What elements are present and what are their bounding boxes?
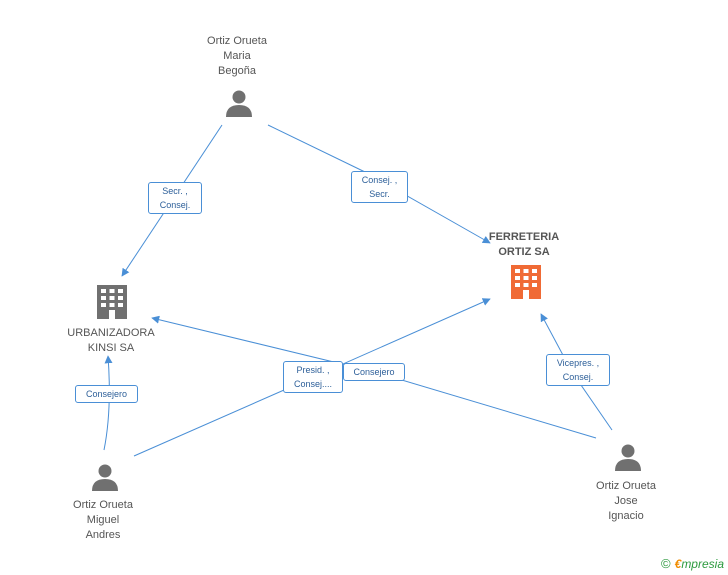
company-label-ferreteria[interactable]: FERRETERIA ORTIZ SA xyxy=(474,230,574,260)
label-line: Maria xyxy=(223,50,251,62)
label-line: URBANIZADORA xyxy=(67,327,155,339)
edge-label-maria-ferreteria[interactable]: Consej. , Secr. xyxy=(351,171,408,203)
label-line: Andres xyxy=(85,529,121,541)
person-icon[interactable] xyxy=(615,444,641,472)
building-icon[interactable] xyxy=(511,265,541,299)
brand-e: € xyxy=(674,557,682,571)
edge-label-miguel-urbanizadora[interactable]: Consejero xyxy=(75,385,138,403)
person-label-maria[interactable]: Ortiz Orueta Maria Begoña xyxy=(187,34,287,79)
edge-label-jose-urbanizadora[interactable]: Consejero xyxy=(343,363,405,381)
label-line: Miguel xyxy=(86,514,120,526)
edge-label-line: Secr. , xyxy=(162,186,188,196)
brand-name: mpresia xyxy=(681,557,724,571)
label-line: Jose xyxy=(614,495,638,507)
edge-label-line: Consej. xyxy=(159,200,191,210)
label-line: ORTIZ SA xyxy=(498,246,550,258)
label-line: FERRETERIA xyxy=(488,231,560,243)
person-icon[interactable] xyxy=(226,90,252,118)
label-line: Ortiz Orueta xyxy=(207,35,267,47)
building-icon[interactable] xyxy=(97,285,127,319)
edge-label-line: Secr. xyxy=(369,189,390,199)
edge-label-line: Consejero xyxy=(353,367,395,377)
company-label-urbanizadora[interactable]: URBANIZADORA KINSI SA xyxy=(56,326,166,356)
edge-label-line: Consej. xyxy=(562,372,594,382)
person-label-jose[interactable]: Ortiz Orueta Jose Ignacio xyxy=(576,479,676,524)
edge-miguel-urbanizadora xyxy=(103,355,113,451)
edge-label-line: Consej. , xyxy=(361,175,398,185)
label-line: Ignacio xyxy=(608,510,644,522)
brand-watermark: ©€mpresia xyxy=(661,556,724,571)
edge-label-line: Presid. , xyxy=(296,365,330,375)
label-line: Begoña xyxy=(218,65,256,77)
person-label-miguel[interactable]: Ortiz Orueta Miguel Andres xyxy=(53,498,153,543)
label-line: Ortiz Orueta xyxy=(596,480,656,492)
label-line: KINSI SA xyxy=(87,342,135,354)
edge-label-line: Consejero xyxy=(85,389,128,399)
copyright-icon: © xyxy=(661,556,671,571)
edge-label-line: Consej.... xyxy=(293,379,333,389)
edge-label-jose-ferreteria[interactable]: Vicepres. , Consej. xyxy=(546,354,610,386)
edge-maria-ferreteria xyxy=(267,124,491,244)
person-icon[interactable] xyxy=(92,464,118,492)
edge-label-line: Vicepres. , xyxy=(556,358,600,368)
edge-label-maria-urbanizadora[interactable]: Secr. , Consej. xyxy=(148,182,202,214)
label-line: Ortiz Orueta xyxy=(73,499,133,511)
edge-label-miguel-ferreteria[interactable]: Presid. , Consej.... xyxy=(283,361,343,393)
